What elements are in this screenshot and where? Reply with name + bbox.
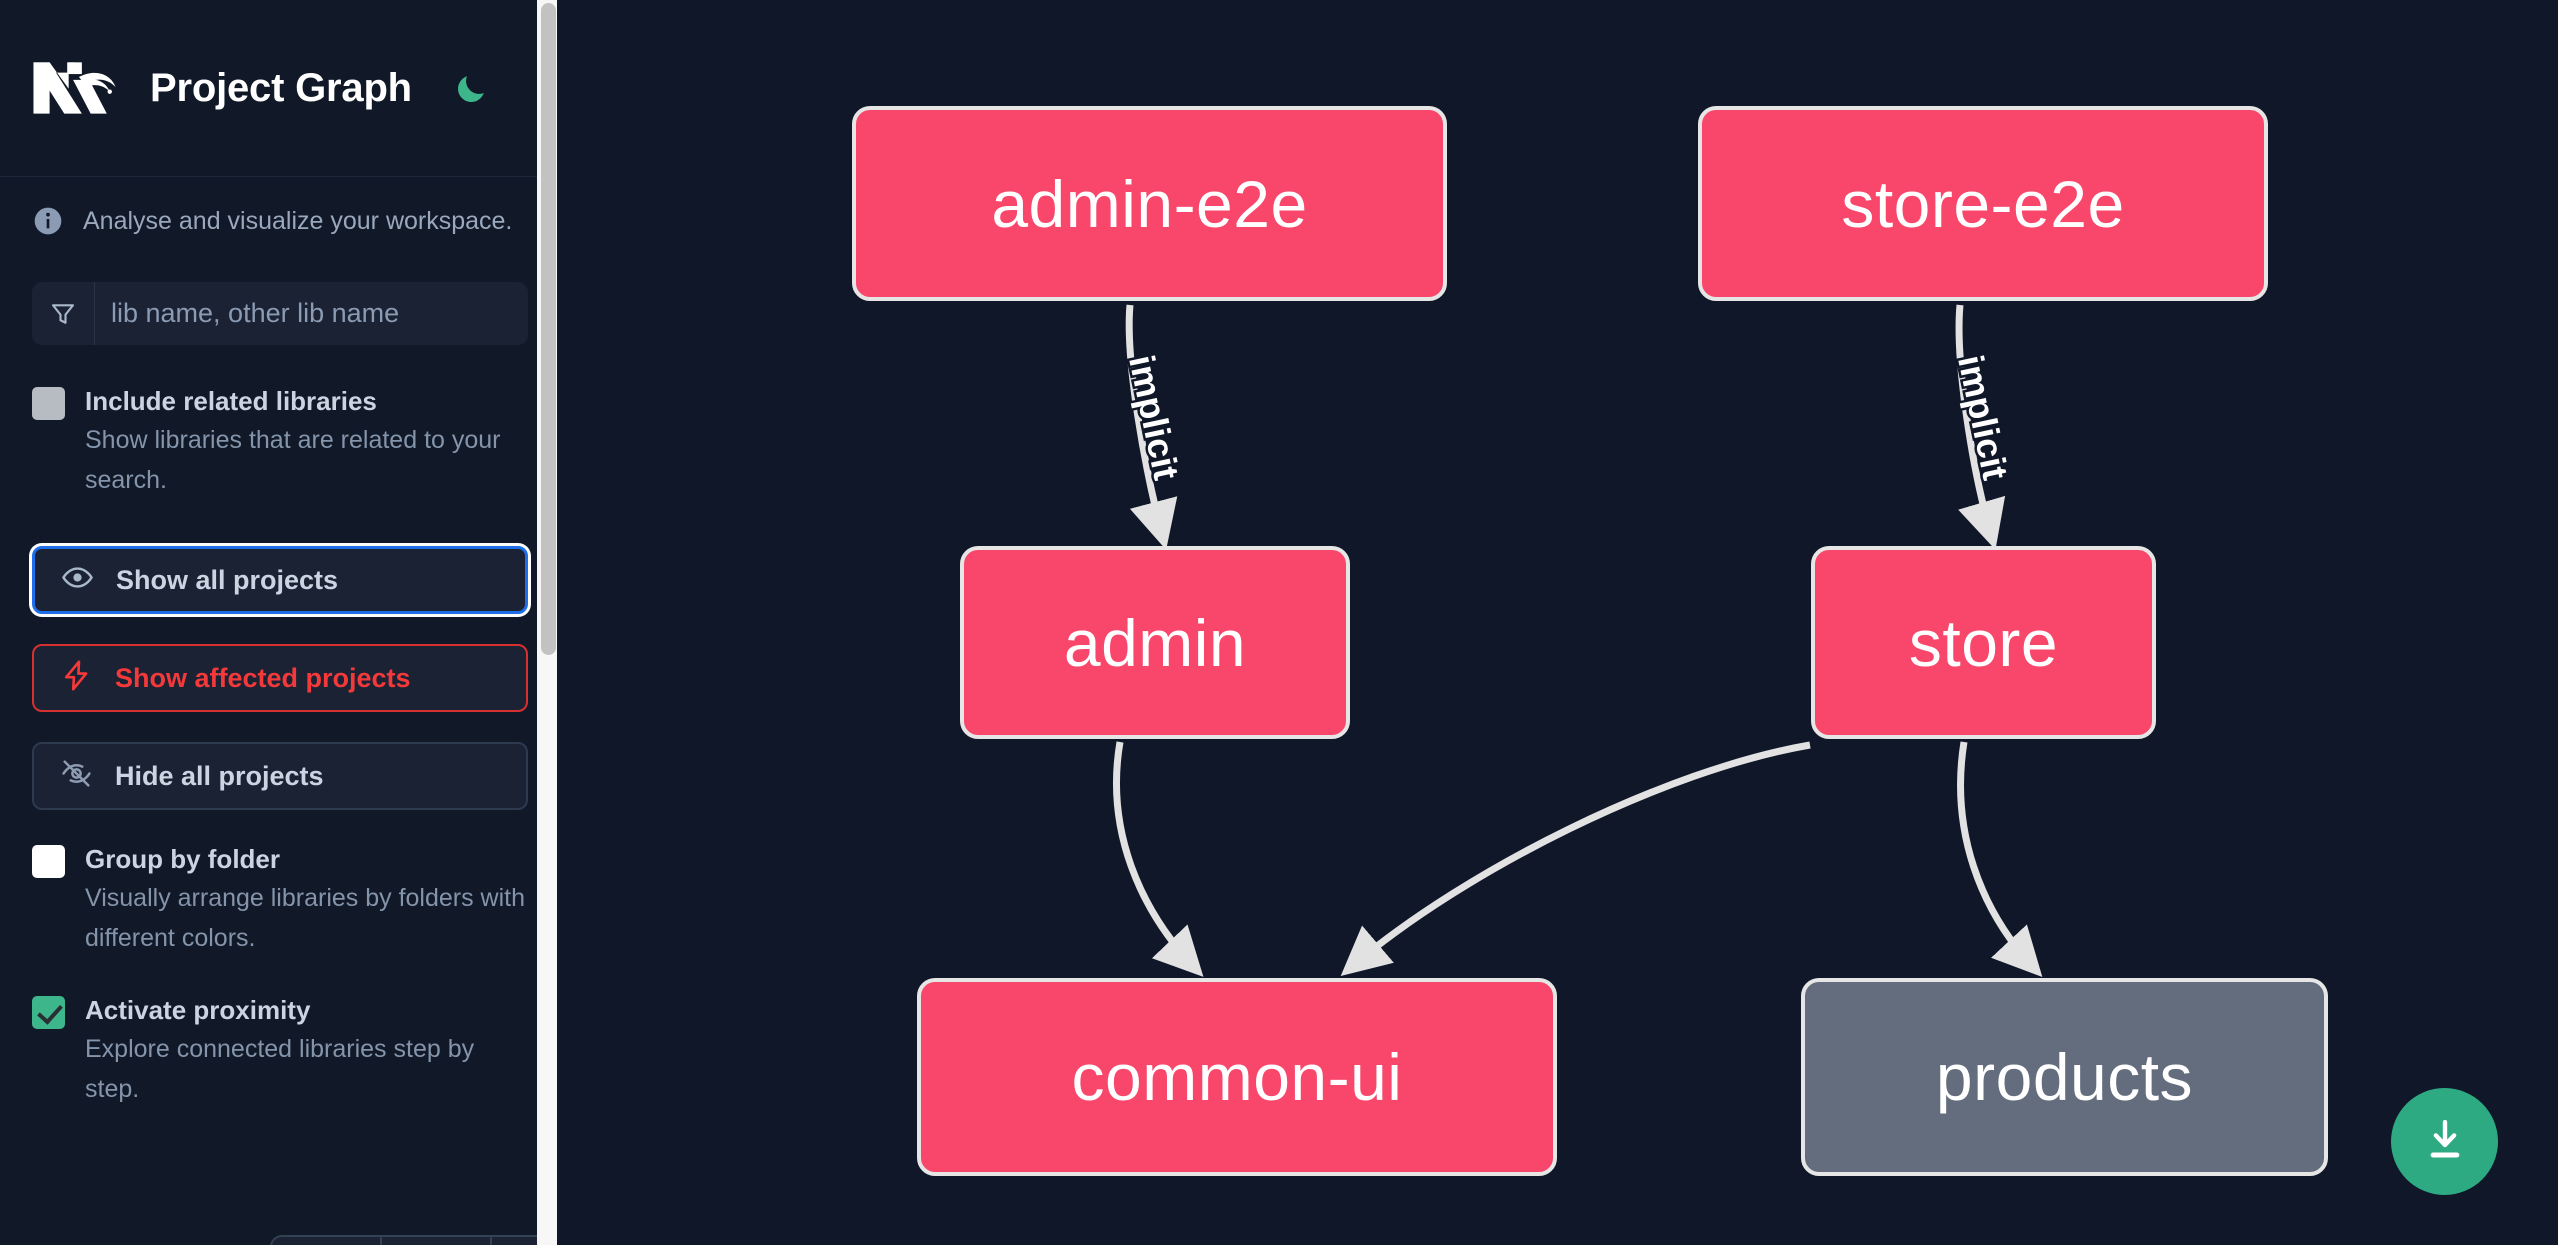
option-description: Explore connected libraries step by step… — [85, 1035, 475, 1103]
edge-admin-to-common-ui — [1113, 741, 1204, 977]
svg-text:implicit: implicit — [1121, 352, 1187, 484]
sidebar-header: Project Graph — [0, 0, 560, 177]
lightning-bolt-icon — [60, 659, 93, 697]
search-input[interactable] — [95, 282, 528, 345]
graph-node-label: store-e2e — [1841, 166, 2125, 241]
eye-icon — [61, 561, 94, 599]
info-circle-icon — [32, 205, 64, 237]
option-title: Include related libraries — [85, 386, 377, 416]
filter-funnel-icon[interactable] — [32, 282, 95, 345]
svg-text:implicit: implicit — [1950, 352, 2016, 484]
group-by-folder-checkbox[interactable] — [32, 845, 65, 878]
show-affected-projects-label: Show affected projects — [115, 662, 411, 693]
option-texts: Include related libraries Show libraries… — [85, 382, 525, 500]
show-affected-projects-button[interactable]: Show affected projects — [32, 644, 528, 712]
option-description: Show libraries that are related to your … — [85, 426, 501, 494]
workspace-subtitle: Analyse and visualize your workspace. — [0, 177, 560, 265]
workspace-subtitle-text: Analyse and visualize your workspace. — [83, 206, 513, 235]
sidebar-edge — [557, 0, 560, 1245]
graph-node-label: common-ui — [1071, 1040, 1403, 1114]
graph-node-label: admin — [1063, 605, 1247, 680]
option-title: Activate proximity — [85, 995, 311, 1025]
graph-node-label: store — [1908, 605, 2059, 680]
show-all-projects-label: Show all projects — [116, 564, 339, 595]
include-related-libraries-checkbox[interactable] — [32, 387, 65, 420]
proximity-segment[interactable] — [382, 1237, 492, 1245]
option-group-by-folder[interactable]: Group by folder Visually arrange librari… — [0, 840, 560, 958]
activate-proximity-checkbox[interactable] — [32, 996, 65, 1029]
moon-icon[interactable] — [448, 65, 494, 111]
option-texts: Group by folder Visually arrange librari… — [85, 840, 525, 958]
nx-logo-icon — [32, 59, 120, 117]
search-section — [0, 282, 560, 345]
graph-node-label: products — [1935, 1040, 2194, 1114]
edge-store-to-common-ui — [1340, 741, 1811, 976]
edge-admin-e2e-to-admin — [1125, 304, 1178, 550]
edge-label-implicit-store: implicit — [1948, 349, 2019, 486]
graph-node-store[interactable]: store — [1811, 546, 2156, 739]
graph-node-admin[interactable]: admin — [960, 546, 1350, 739]
option-title: Group by folder — [85, 844, 280, 874]
edge-store-to-products — [1957, 741, 2043, 977]
download-icon — [2420, 1115, 2470, 1168]
hide-all-projects-label: Hide all projects — [115, 760, 324, 791]
sidebar-scrollbar-thumb[interactable] — [541, 3, 556, 655]
hide-all-projects-button[interactable]: Hide all projects — [32, 742, 528, 810]
proximity-segmented-control[interactable] — [270, 1235, 560, 1245]
graph-canvas[interactable]: implicit implicit admin-e2e store-e2e ad… — [560, 0, 2558, 1245]
option-description: Visually arrange libraries by folders wi… — [85, 884, 526, 952]
page-title: Project Graph — [150, 65, 412, 110]
graph-node-label: admin-e2e — [991, 166, 1308, 241]
option-activate-proximity[interactable]: Activate proximity Explore connected lib… — [0, 991, 560, 1109]
sidebar-content: Project Graph Analyse and visualize yo — [0, 0, 560, 1109]
graph-node-store-e2e[interactable]: store-e2e — [1698, 106, 2268, 301]
option-texts: Activate proximity Explore connected lib… — [85, 991, 525, 1109]
edge-store-e2e-to-store — [1955, 304, 2006, 550]
option-include-related-libraries[interactable]: Include related libraries Show libraries… — [0, 382, 560, 500]
graph-node-common-ui[interactable]: common-ui — [917, 978, 1557, 1176]
proximity-segment[interactable] — [272, 1237, 382, 1245]
eye-off-icon — [60, 757, 93, 795]
sidebar-scrollbar-track[interactable] — [537, 0, 560, 1245]
sidebar: Project Graph Analyse and visualize yo — [0, 0, 560, 1245]
project-visibility-buttons: Show all projects Show affected projects — [0, 546, 560, 810]
download-graph-button[interactable] — [2391, 1088, 2498, 1195]
graph-node-admin-e2e[interactable]: admin-e2e — [852, 106, 1447, 301]
graph-edges: implicit implicit — [1113, 304, 2043, 977]
graph-node-products[interactable]: products — [1801, 978, 2328, 1176]
edge-label-implicit-admin: implicit — [1119, 349, 1190, 486]
search-box[interactable] — [32, 282, 528, 345]
show-all-projects-button[interactable]: Show all projects — [32, 546, 528, 614]
